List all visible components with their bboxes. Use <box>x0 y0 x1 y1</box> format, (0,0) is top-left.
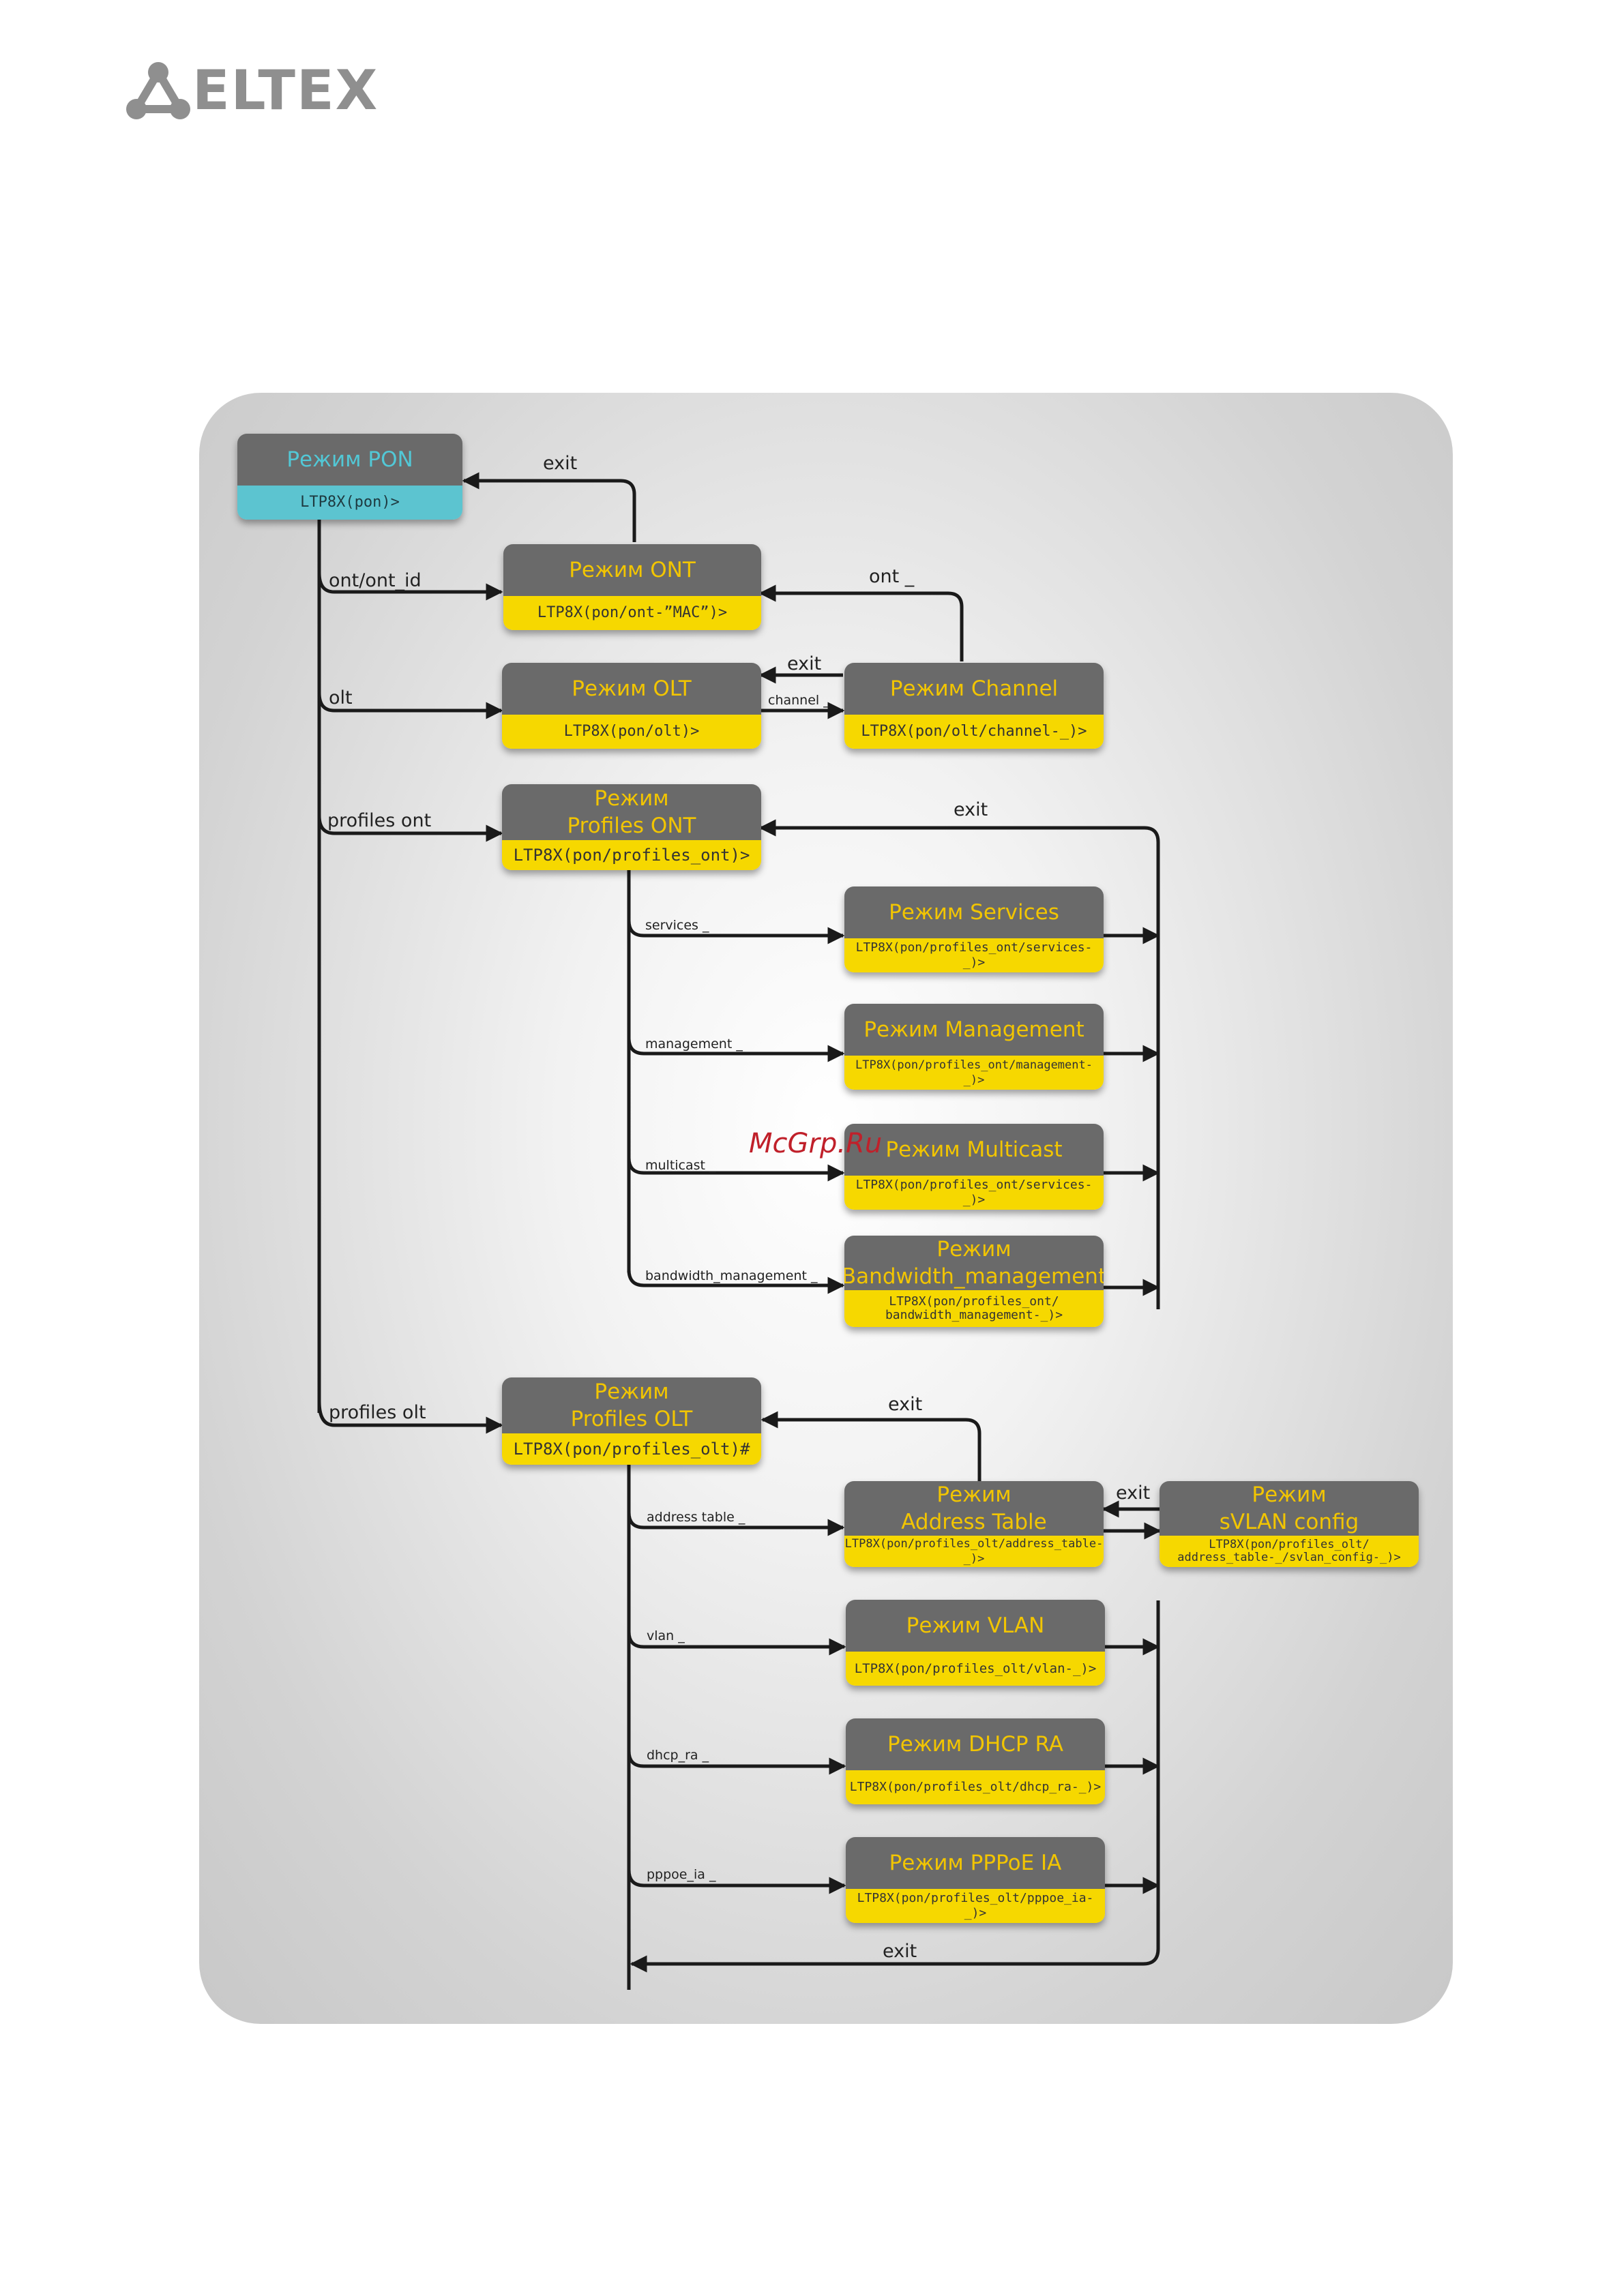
node-bandwidth-prompt: LTP8X(pon/profiles_ont/ bandwidth_manage… <box>844 1290 1104 1327</box>
edge-exit-ont-pon <box>462 472 636 542</box>
node-profiles-ont-title: Режим Profiles ONT <box>502 784 761 840</box>
label-multicast: multicast _ <box>645 1158 716 1173</box>
label-exit-channel-olt: exit <box>787 653 822 674</box>
node-address-table[interactable]: Режим Address Table LTP8X(pon/profiles_o… <box>844 1481 1104 1567</box>
node-pppoe-prompt: LTP8X(pon/profiles_olt/pppoe_ia-_)> <box>846 1889 1105 1923</box>
edge-exit-address-table <box>761 1411 981 1481</box>
node-profiles-olt-prompt: LTP8X(pon/profiles_olt)# <box>502 1433 761 1465</box>
label-olt: olt <box>329 687 353 709</box>
node-multicast-prompt: LTP8X(pon/profiles_ont/services-_)> <box>844 1176 1104 1210</box>
edge-services <box>627 920 845 944</box>
label-ont-channel: ont _ <box>869 566 915 587</box>
node-olt-prompt: LTP8X(pon/olt)> <box>502 715 761 749</box>
node-dhcp[interactable]: Режим DHCP RA LTP8X(pon/profiles_olt/dhc… <box>846 1718 1105 1804</box>
label-services: services _ <box>645 918 709 933</box>
edge-profiles-olt <box>317 1401 503 1434</box>
node-bandwidth[interactable]: Режим Bandwidth_management LTP8X(pon/pro… <box>844 1236 1104 1327</box>
edge-bandwidth <box>627 1269 845 1294</box>
node-pppoe-title: Режим PPPoE IA <box>846 1837 1105 1889</box>
label-vlan: vlan _ <box>647 1628 685 1643</box>
node-multicast[interactable]: Режим Multicast LTP8X(pon/profiles_ont/s… <box>844 1124 1104 1210</box>
edge-olt <box>317 692 503 719</box>
node-address-table-title: Режим Address Table <box>844 1481 1104 1536</box>
node-pppoe[interactable]: Режим PPPoE IA LTP8X(pon/profiles_olt/pp… <box>846 1837 1105 1923</box>
label-pppoe: pppoe_ia _ <box>647 1867 716 1882</box>
node-vlan-title: Режим VLAN <box>846 1600 1105 1652</box>
label-ont-id: ont/ont_id <box>329 570 422 591</box>
node-services-prompt: LTP8X(pon/profiles_ont/services-_)> <box>844 938 1104 972</box>
node-profiles-ont-prompt: LTP8X(pon/profiles_ont)> <box>502 840 761 870</box>
node-profiles-olt-title: Режим Profiles OLT <box>502 1377 761 1433</box>
edge-address-table <box>627 1512 845 1536</box>
label-exit-profiles-ont: exit <box>954 799 988 820</box>
node-bandwidth-title: Режим Bandwidth_management <box>844 1236 1104 1290</box>
node-address-table-prompt: LTP8X(pon/profiles_olt/address_table-_)> <box>844 1536 1104 1567</box>
node-pon-prompt: LTP8X(pon)> <box>237 486 462 520</box>
node-ont[interactable]: Режим ONT LTP8X(pon/ont-”MAC”)> <box>503 544 761 630</box>
edge-management <box>627 1037 845 1062</box>
node-services-title: Режим Services <box>844 886 1104 938</box>
label-exit-ont-pon: exit <box>543 453 578 474</box>
node-pon-title: Режим PON <box>237 434 462 486</box>
node-svlan-prompt: LTP8X(pon/profiles_olt/ address_table-_/… <box>1160 1536 1419 1567</box>
node-olt-title: Режим OLT <box>502 663 761 715</box>
label-exit-bottom: exit <box>883 1941 917 1962</box>
node-management-prompt: LTP8X(pon/profiles_ont/management-_)> <box>844 1056 1104 1090</box>
label-exit-svlan: exit <box>1116 1482 1151 1504</box>
eltex-logo-text: ELTEX <box>192 59 379 122</box>
node-olt[interactable]: Режим OLT LTP8X(pon/olt)> <box>502 663 761 749</box>
edge-exit-bottom <box>630 1948 1160 1973</box>
node-dhcp-prompt: LTP8X(pon/profiles_olt/dhcp_ra-_)> <box>846 1770 1105 1804</box>
node-vlan[interactable]: Режим VLAN LTP8X(pon/profiles_olt/vlan-_… <box>846 1600 1105 1686</box>
label-bandwidth: bandwidth_management _ <box>645 1268 818 1283</box>
node-channel-prompt: LTP8X(pon/olt/channel-_)> <box>844 715 1104 749</box>
edge-ont-channel <box>758 584 964 661</box>
eltex-logo-mark <box>126 62 190 119</box>
node-channel[interactable]: Режим Channel LTP8X(pon/olt/channel-_)> <box>844 663 1104 749</box>
watermark: McGrp.Ru <box>749 1128 883 1159</box>
node-channel-title: Режим Channel <box>844 663 1104 715</box>
label-exit-address-table: exit <box>888 1394 923 1415</box>
edge-dhcp <box>627 1750 846 1775</box>
node-pon[interactable]: Режим PON LTP8X(pon)> <box>237 434 462 520</box>
label-profiles-olt: profiles olt <box>329 1402 426 1423</box>
node-management[interactable]: Режим Management LTP8X(pon/profiles_ont/… <box>844 1004 1104 1090</box>
node-profiles-ont[interactable]: Режим Profiles ONT LTP8X(pon/profiles_on… <box>502 784 761 870</box>
edge-multicast <box>627 1157 845 1182</box>
label-dhcp: dhcp_ra _ <box>647 1748 709 1763</box>
edge-pppoe <box>627 1869 846 1894</box>
node-dhcp-title: Режим DHCP RA <box>846 1718 1105 1770</box>
node-multicast-title: Режим Multicast <box>844 1124 1104 1176</box>
node-svlan-title: Режим sVLAN config <box>1160 1481 1419 1536</box>
label-management: management _ <box>645 1037 743 1052</box>
edge-vlan <box>627 1631 846 1656</box>
label-address-table: address table _ <box>647 1510 745 1525</box>
node-vlan-prompt: LTP8X(pon/profiles_olt/vlan-_)> <box>846 1652 1105 1686</box>
node-services[interactable]: Режим Services LTP8X(pon/profiles_ont/se… <box>844 886 1104 972</box>
node-ont-title: Режим ONT <box>503 544 761 596</box>
edge-ont-id <box>317 572 503 601</box>
node-ont-prompt: LTP8X(pon/ont-”MAC”)> <box>503 596 761 630</box>
node-management-title: Режим Management <box>844 1004 1104 1056</box>
edge-profiles-ont <box>317 815 503 842</box>
node-svlan[interactable]: Режим sVLAN config LTP8X(pon/profiles_ol… <box>1160 1481 1419 1567</box>
diagram-panel <box>199 393 1453 2024</box>
eltex-logo: ELTEX <box>124 60 383 121</box>
label-profiles-ont: profiles ont <box>327 810 432 831</box>
edge-exit-profiles-ont <box>758 819 1160 843</box>
node-profiles-olt[interactable]: Режим Profiles OLT LTP8X(pon/profiles_ol… <box>502 1377 761 1465</box>
label-channel: channel _ <box>768 693 830 708</box>
